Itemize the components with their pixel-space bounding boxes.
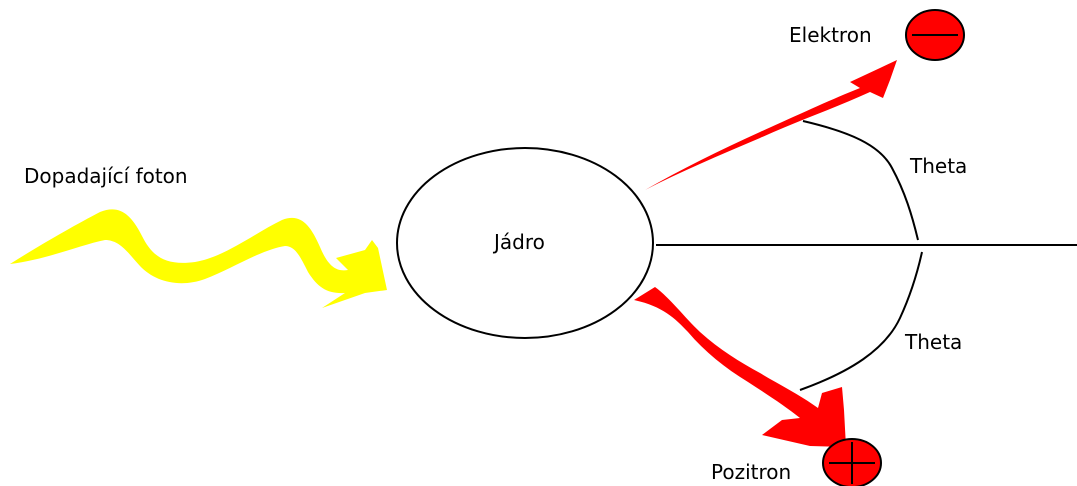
theta-bottom-label: Theta — [904, 330, 962, 354]
electron-label: Elektron — [789, 23, 872, 47]
theta-arc-bottom — [799, 251, 923, 391]
incoming-photon-label: Dopadající foton — [24, 164, 188, 188]
theta-arc-top — [802, 120, 919, 241]
electron-trajectory-arrow — [645, 60, 897, 190]
positron-label: Pozitron — [711, 460, 791, 484]
positron-trajectory-arrow — [634, 287, 846, 447]
incoming-photon-arrow — [10, 209, 387, 308]
nucleus-circle — [396, 147, 654, 339]
positron-plus-icon — [822, 438, 882, 486]
electron-minus-icon — [905, 9, 965, 61]
theta-top-label: Theta — [909, 154, 967, 178]
nucleus-label: Jádro — [492, 230, 545, 254]
